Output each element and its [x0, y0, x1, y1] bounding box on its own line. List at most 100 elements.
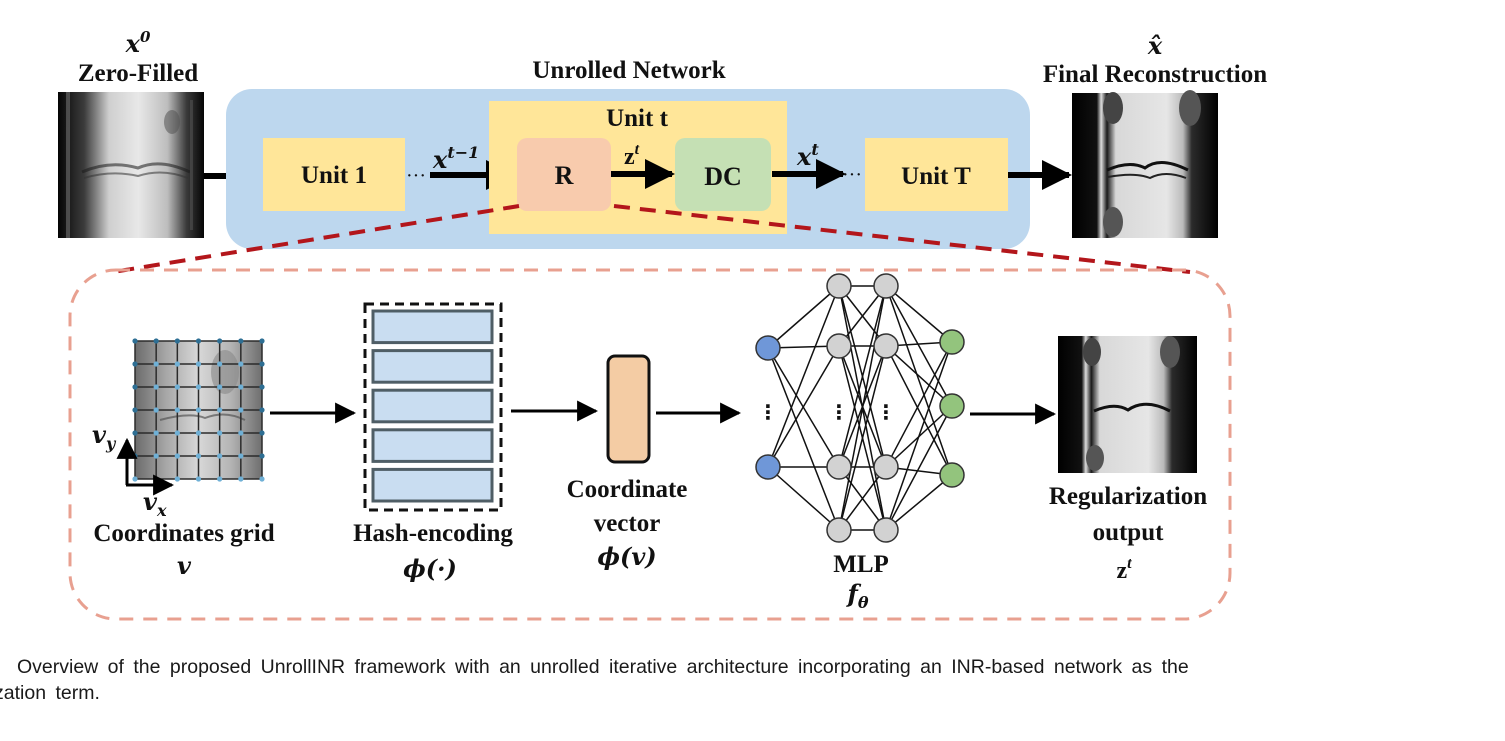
edge-label-x-curr: xt [796, 140, 819, 171]
final-reconstruction-output: x̂ Final Reconstruction [1043, 31, 1267, 238]
coordinate-vector-label-1: Coordinate [567, 476, 688, 503]
data-consistency-label: DC [704, 162, 742, 191]
grid-point [195, 384, 202, 390]
unit-1-label: Unit 1 [301, 162, 367, 189]
hash-level-box [371, 428, 494, 463]
grid-point [259, 476, 265, 482]
grid-point [174, 361, 180, 367]
hash-level-box [371, 349, 494, 384]
grid-point [153, 361, 159, 367]
grid-point [259, 384, 265, 390]
axis-y-label: vy [92, 420, 117, 453]
edge-label-z: zt [624, 141, 640, 170]
grid-point [238, 430, 244, 436]
caption-line-1: Overview of the proposed UnrollINR frame… [17, 656, 1189, 678]
mlp-edge [885, 341, 953, 468]
hash-encoding-frame [363, 302, 503, 512]
grid-point [153, 476, 159, 482]
mlp-node-hidden [826, 273, 852, 299]
grid-point [132, 430, 138, 436]
grid-point [195, 361, 202, 367]
grid-point [238, 338, 244, 344]
network-title: Unrolled Network [532, 57, 725, 84]
mlp-symbol: fθ [846, 579, 869, 612]
mlp-edge [838, 466, 887, 531]
mlp-node-hidden [826, 517, 852, 543]
grid-point [195, 430, 202, 436]
grid-point [132, 476, 138, 482]
coordinate-vector-block [606, 354, 651, 464]
coordinate-vector-symbol: ϕ(v) [597, 542, 656, 571]
regularizer-block [517, 138, 611, 211]
edge-label-x-prev: xt−1 [432, 143, 479, 174]
zero-filled-input: x0 Zero-Filled [58, 28, 204, 238]
regularization-output-label-1: Regularization [1049, 483, 1207, 510]
mlp-edge [767, 466, 840, 531]
grid-point [195, 338, 202, 344]
grid-point [259, 361, 265, 367]
mlp-node-input [755, 335, 781, 361]
mlp-edge [885, 474, 953, 531]
grid-point [153, 384, 159, 390]
mlp-edge [885, 285, 953, 407]
grid-point [153, 338, 159, 344]
grid-point [217, 384, 223, 390]
mlp-node-hidden [873, 517, 899, 543]
mlp-edge [767, 285, 840, 468]
grid-point [259, 430, 265, 436]
grid-point [174, 384, 180, 390]
grid-point [217, 453, 223, 459]
output-label: Final Reconstruction [1043, 61, 1267, 88]
grid-point [238, 407, 244, 413]
zoom-line-right [613, 204, 1191, 274]
grid-point [259, 407, 265, 413]
hash-encoding-levels [371, 309, 494, 503]
grid-point [174, 338, 180, 344]
grid-point [153, 430, 159, 436]
grid-point [174, 407, 180, 413]
output-symbol: x̂ [1147, 31, 1163, 60]
grid-point [259, 453, 265, 459]
mlp-input-vdots: ⋮ [758, 400, 778, 424]
coordinates-grid-label: Coordinates grid [93, 520, 274, 547]
mlp-node-output [939, 462, 965, 488]
grid-point [174, 430, 180, 436]
grid-point [132, 361, 138, 367]
grid-point [132, 453, 138, 459]
mlp-node-hidden [826, 454, 852, 480]
caption-line-2: zation term. [0, 682, 100, 704]
mlp-node-output [939, 329, 965, 355]
grid-point [217, 430, 223, 436]
mlp-edge [767, 347, 840, 531]
hash-level-box [371, 309, 494, 345]
grid-point [195, 476, 202, 482]
grid-point [174, 453, 180, 459]
regularization-output-texture [1083, 336, 1180, 471]
grid-point [174, 476, 180, 482]
grid-point [132, 338, 138, 344]
mlp-node-hidden [826, 333, 852, 359]
grid-point [195, 407, 202, 413]
hash-encoding-symbol: ϕ(·) [403, 554, 457, 583]
grid-point [153, 407, 159, 413]
mlp-edge [838, 345, 887, 531]
mlp-edge [885, 341, 953, 531]
input-symbol: x0 [125, 28, 151, 58]
mlp-connections [767, 285, 953, 531]
mlp-edge [767, 345, 840, 468]
grid-point [217, 361, 223, 367]
unit-T-label: Unit T [901, 163, 971, 190]
unit-t-label: Unit t [606, 105, 668, 132]
mlp-edge [838, 285, 887, 468]
coordinates-grid-symbol: v [177, 551, 192, 580]
coordinates-grid [132, 338, 265, 482]
mlp-edge [885, 405, 953, 531]
grid-point [195, 453, 202, 459]
mlp-node-hidden [873, 333, 899, 359]
axis-x-label: vx [143, 487, 167, 520]
grid-point [259, 338, 265, 344]
mlp-edge [767, 285, 840, 349]
mlp-node-input [755, 454, 781, 480]
ellipsis-2: ··· [842, 164, 862, 186]
zero-filled-image-texture [66, 92, 193, 238]
